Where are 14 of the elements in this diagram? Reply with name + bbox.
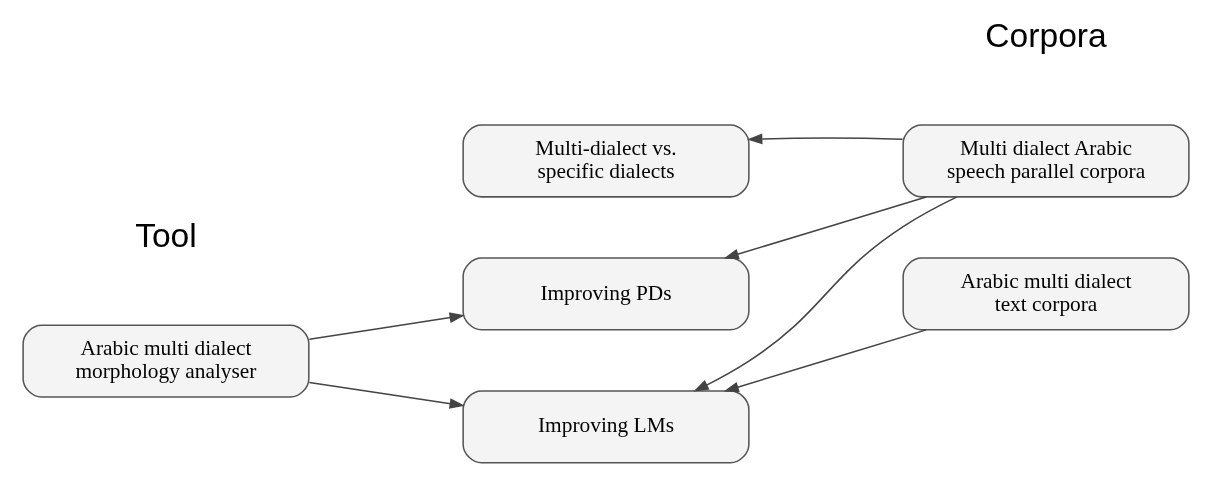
node-box: Multi dialect Arabic speech parallel corpora	[902, 124, 1190, 198]
arrow	[693, 196, 958, 392]
node-box: Multi-dialect vs. specific dialects	[462, 124, 750, 198]
node-box: Improving LMs	[462, 390, 750, 464]
arrow	[308, 381, 465, 409]
arrow	[723, 329, 927, 393]
arrow	[723, 196, 927, 260]
label: Tool	[135, 217, 197, 255]
node-box: Arabic multi dialect text corpora	[902, 257, 1190, 331]
label: Corpora	[985, 17, 1107, 55]
node-box: Improving PDs	[462, 257, 750, 331]
node-box: Arabic multi dialect morphology analyser	[22, 324, 310, 398]
arrow	[747, 133, 904, 145]
arrow	[308, 312, 465, 341]
